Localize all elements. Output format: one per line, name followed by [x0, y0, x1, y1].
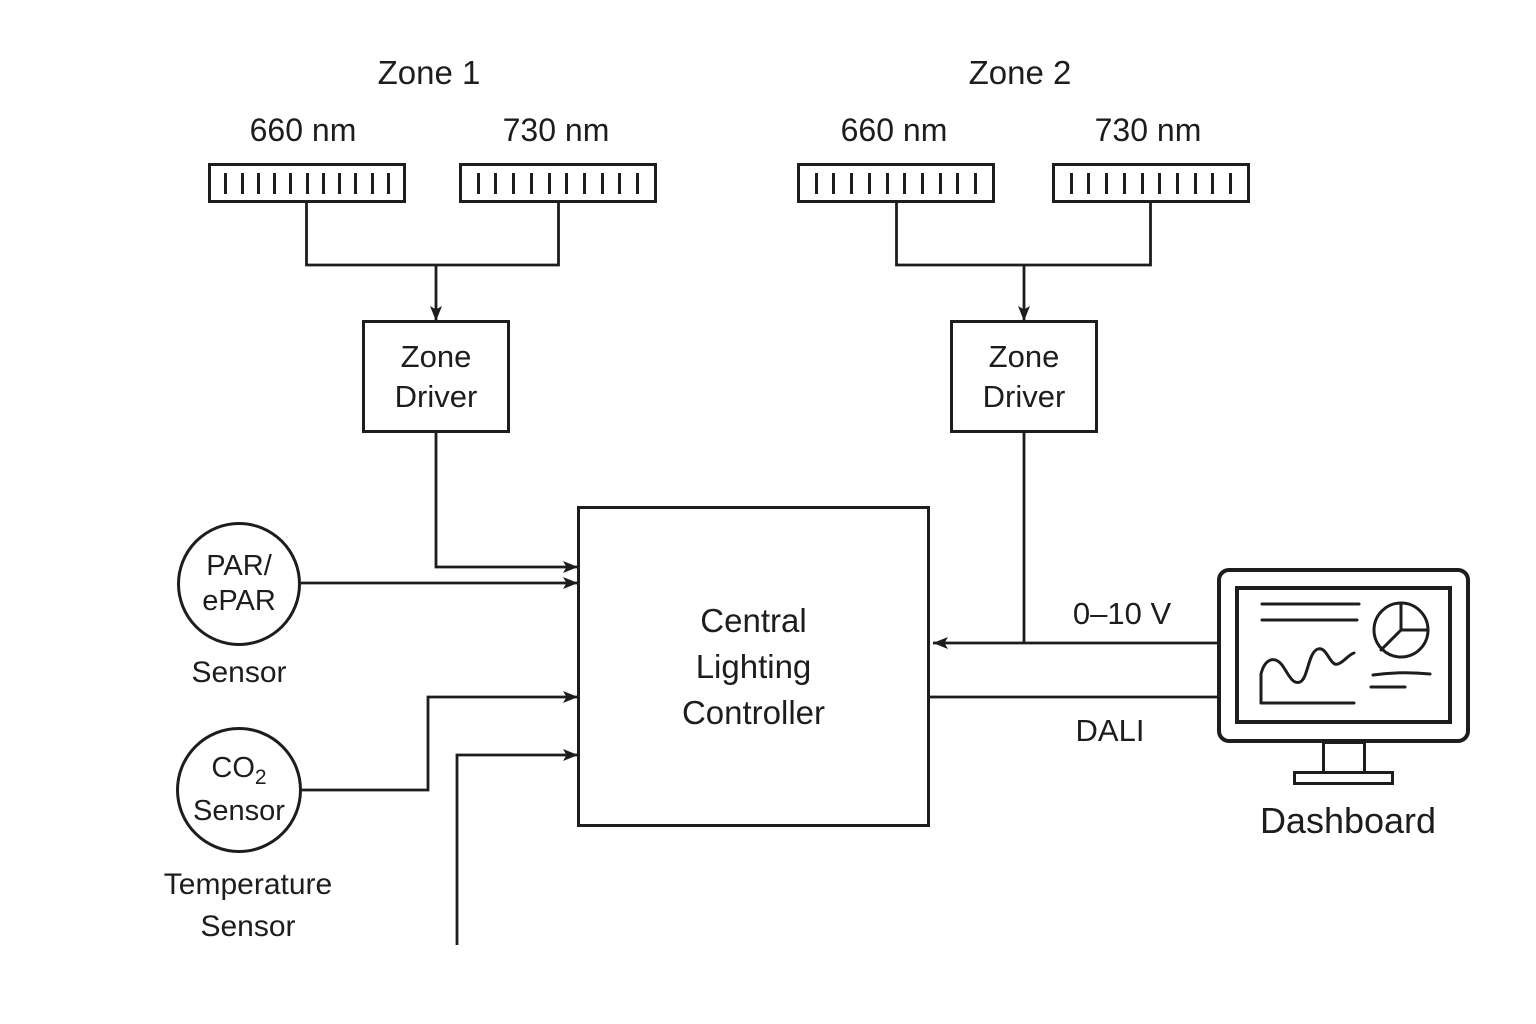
co2-label-line1: CO2 — [211, 751, 266, 795]
controller-label-line1: Central — [700, 601, 807, 639]
screen-text-lines-icon — [1260, 602, 1361, 622]
zone2-title: Zone 2 — [968, 54, 1072, 91]
zone1-660nm-label: 660 nm — [249, 112, 357, 148]
temperature-caption-line2: Sensor — [200, 910, 296, 943]
co2-subscript: 2 — [254, 765, 267, 789]
led-bar-zone2-660nm-icon — [797, 163, 995, 203]
analog-0-10v-label: 0–10 V — [1072, 596, 1172, 631]
monitor-stand-base-icon — [1293, 771, 1394, 785]
co2-text: CO — [211, 751, 255, 784]
par-sensor-circle: PAR/ ePAR — [177, 522, 301, 646]
monitor-stand-neck-icon — [1322, 741, 1366, 774]
driver1-to-controller-arrow — [434, 433, 578, 573]
led-bar-zone2-730nm-icon — [1052, 163, 1250, 203]
temperature-sensor-caption: Temperature Sensor — [164, 864, 332, 948]
screen-pie-slices — [1379, 601, 1430, 652]
dashboard-screen-graphics — [1259, 601, 1432, 705]
temperature-caption-line1: Temperature — [163, 868, 333, 901]
screen-legend-lines-icon — [1369, 671, 1432, 689]
co2-sensor-circle: CO2 Sensor — [176, 727, 302, 853]
central-lighting-controller-box: Central Lighting Controller — [577, 506, 930, 827]
zone2-driver-label-line2: Driver — [982, 378, 1066, 414]
co2-to-controller-arrow — [302, 691, 578, 792]
zone2-harness-line — [895, 203, 1152, 267]
dali-label: DALI — [1075, 713, 1145, 748]
zone1-730nm-label: 730 nm — [502, 112, 610, 148]
temperature-to-controller-arrow — [455, 749, 578, 945]
par-label-line1: PAR/ — [206, 550, 272, 582]
zone1-title: Zone 1 — [377, 54, 481, 91]
dashboard-monitor-icon — [1217, 568, 1470, 743]
controller-label-line2: Lighting — [695, 647, 812, 685]
zone2-driver-label-line1: Zone — [988, 338, 1060, 374]
zone1-harness-line — [305, 203, 560, 267]
co2-label-line2: Sensor — [193, 795, 285, 828]
zone1-driver-label-line1: Zone — [400, 338, 472, 374]
zone2-660nm-label: 660 nm — [840, 112, 948, 148]
screen-line-chart-icon — [1259, 647, 1356, 705]
led-bar-zone1-660nm-icon — [208, 163, 406, 203]
par-sensor-caption: Sensor — [191, 656, 287, 689]
led-bar-zone1-730nm-icon — [459, 163, 657, 203]
dashboard-caption: Dashboard — [1259, 800, 1437, 841]
zone1-driver-label-line2: Driver — [394, 378, 478, 414]
par-label-line2: ePAR — [202, 585, 276, 617]
zone2-730nm-label: 730 nm — [1094, 112, 1202, 148]
zone1-driver-box: Zone Driver — [362, 320, 510, 433]
controller-label-line3: Controller — [681, 693, 826, 731]
dashboard-screen-icon — [1235, 586, 1452, 724]
zone2-driver-box: Zone Driver — [950, 320, 1098, 433]
